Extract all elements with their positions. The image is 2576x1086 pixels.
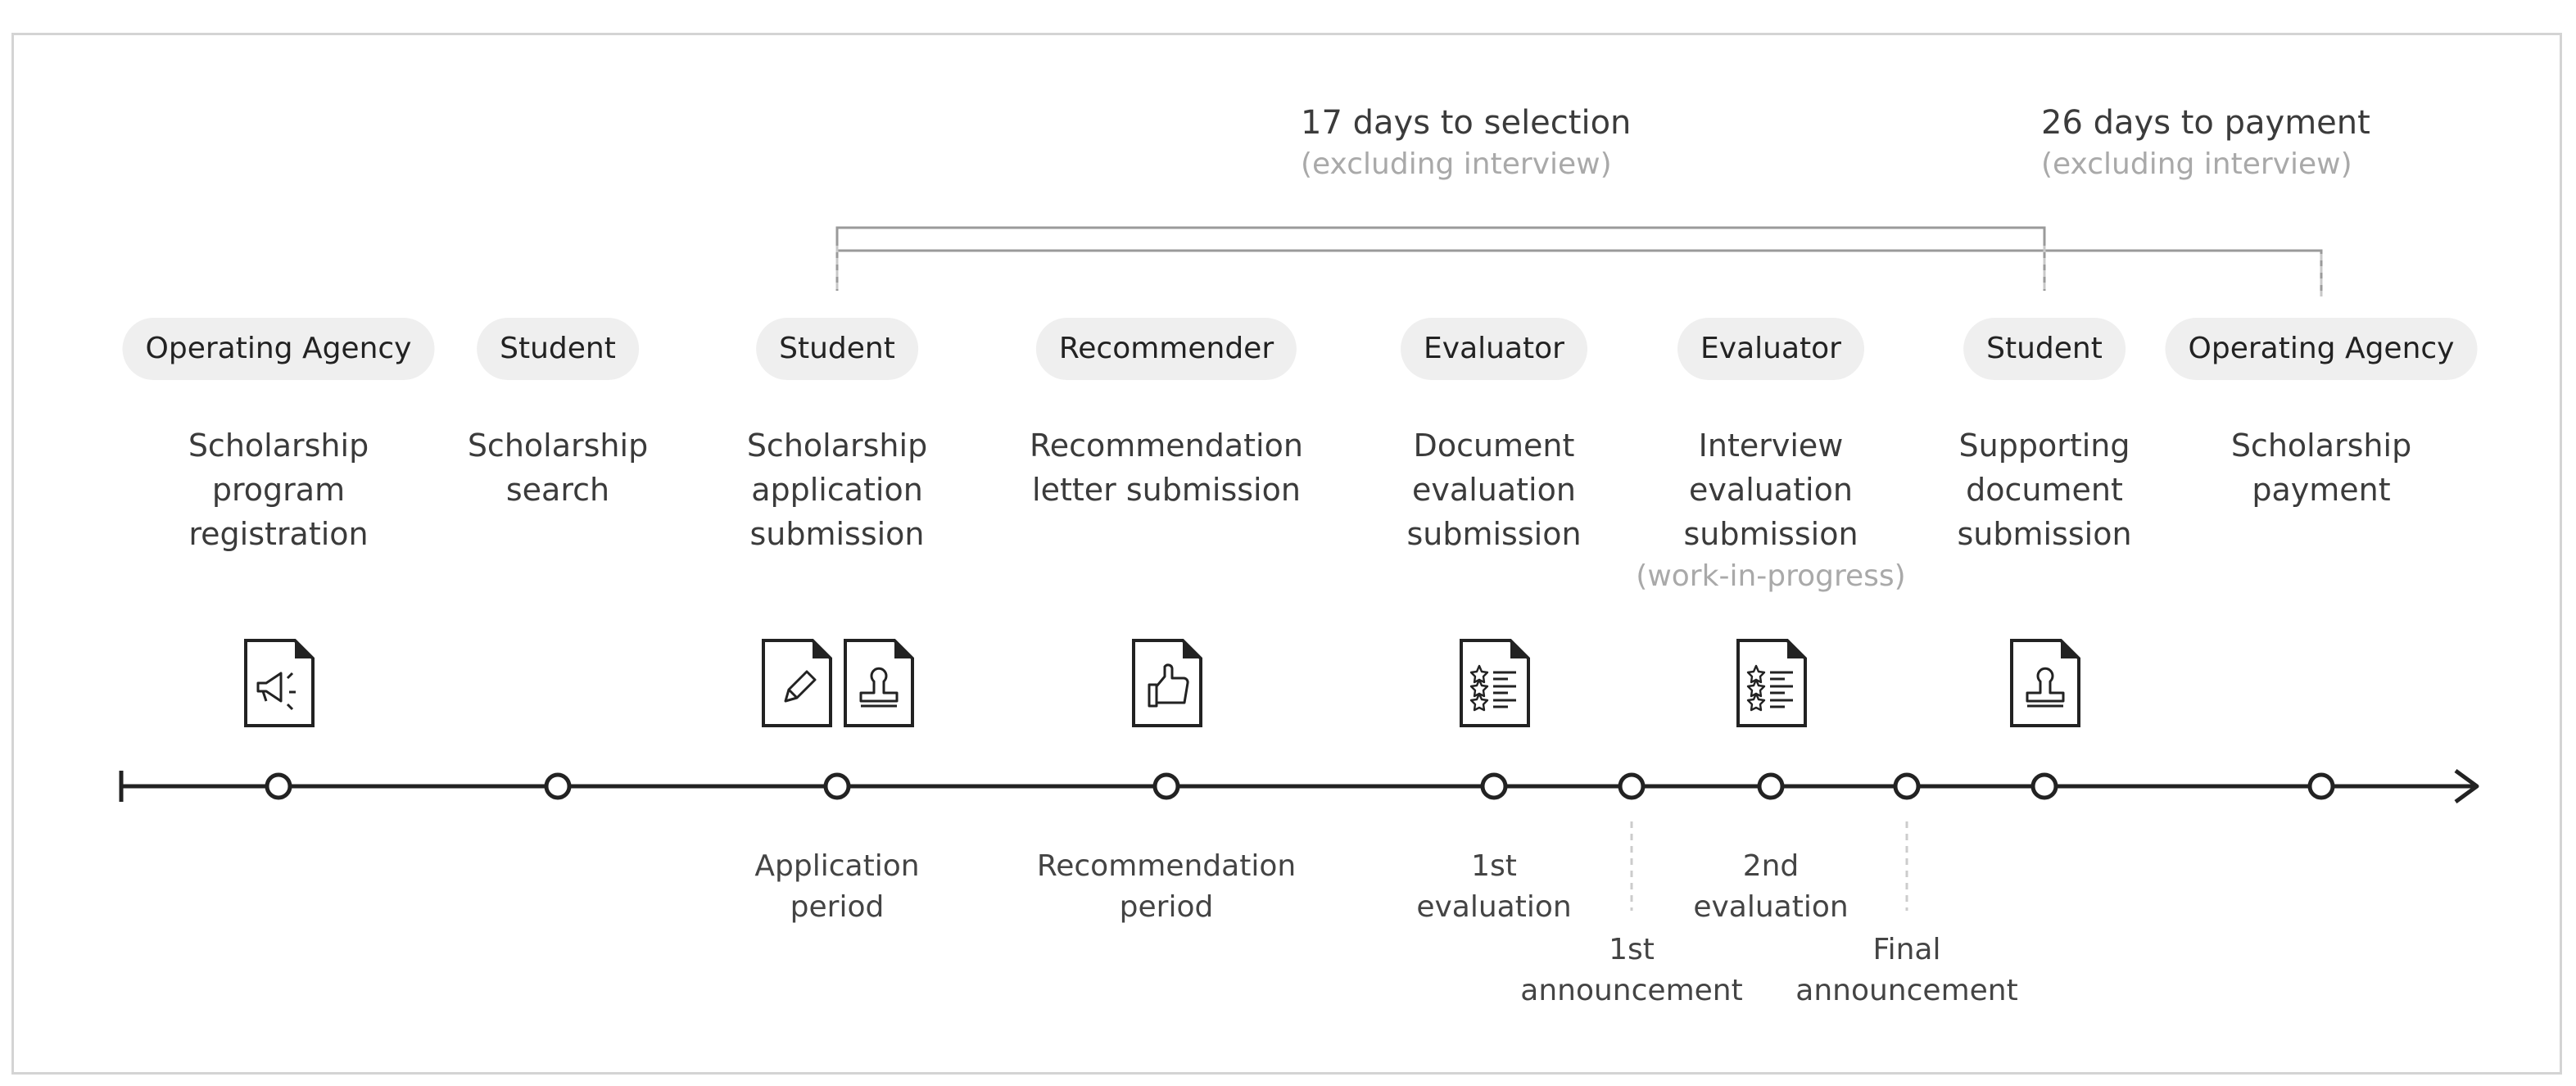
task-line: submission — [1406, 516, 1582, 552]
diagram-frame — [11, 33, 2562, 1075]
task-line: letter submission — [1032, 472, 1301, 508]
role-pill: Student — [756, 318, 918, 380]
timeline-node — [823, 772, 851, 800]
period-label: 1st announcement — [1520, 930, 1742, 1011]
rating-document-icon — [1736, 639, 1807, 727]
step-task-label: Scholarship search — [468, 423, 648, 512]
task-line: evaluation — [1412, 472, 1576, 508]
step-task-label: Scholarship application submission — [747, 423, 927, 556]
task-line: Scholarship — [2230, 428, 2412, 464]
selection-bracket — [835, 226, 2046, 291]
payment-duration-label: 26 days to payment — [2041, 104, 2370, 142]
role-pill: Operating Agency — [122, 318, 435, 380]
timeline-node — [1480, 772, 1508, 800]
step-task-label: Document evaluation submission — [1406, 423, 1581, 556]
period-line: evaluation — [1416, 890, 1572, 924]
task-line: Supporting — [1958, 428, 2130, 464]
step-task-label: Interview evaluation submission (work-in-pr… — [1636, 423, 1905, 597]
step-task-label: Recommendation letter submission — [1030, 423, 1303, 512]
task-line: submission — [1683, 516, 1858, 552]
role-pill: Evaluator — [1677, 318, 1864, 380]
task-line: Document — [1413, 428, 1575, 464]
task-line: evaluation — [1689, 472, 1853, 508]
period-label: Recommendation period — [1037, 846, 1296, 928]
task-line: Scholarship — [467, 428, 649, 464]
megaphone-document-icon — [244, 639, 315, 727]
payment-duration: 26 days to payment (excluding interview) — [2041, 102, 2370, 185]
task-line: Scholarship — [188, 428, 369, 464]
timeline-node — [1893, 772, 1921, 800]
period-line: 1st — [1609, 933, 1655, 966]
pencil-document-icon — [762, 639, 832, 727]
period-label: Final announcement — [1795, 930, 2017, 1011]
step-task-label: Supporting document submission — [1957, 423, 2131, 556]
period-label: 2nd evaluation — [1693, 846, 1848, 928]
role-pill: Evaluator — [1401, 318, 1587, 380]
selection-duration-note: (excluding interview) — [1301, 147, 1612, 181]
task-line: Recommendation — [1030, 428, 1303, 464]
role-pill: Recommender — [1035, 318, 1297, 380]
step-task-label: Scholarship payment — [2231, 423, 2411, 512]
period-line: period — [1119, 890, 1214, 924]
period-label: 1st evaluation — [1416, 846, 1571, 928]
task-line: program — [211, 472, 346, 508]
role-pill: Operating Agency — [2165, 318, 2478, 380]
thumbs-up-document-icon — [1132, 639, 1202, 727]
timeline-node — [2030, 772, 2058, 800]
task-line: registration — [188, 516, 369, 552]
task-line: document — [1966, 472, 2123, 508]
timeline-node — [1757, 772, 1785, 800]
stamp-document-icon — [844, 639, 914, 727]
payment-bracket — [837, 249, 2323, 296]
selection-duration: 17 days to selection (excluding intervie… — [1301, 102, 1631, 185]
period-line: 2nd — [1742, 849, 1800, 883]
task-line: search — [505, 472, 610, 508]
period-line: Recommendation — [1036, 849, 1297, 883]
task-line: application — [751, 472, 923, 508]
period-label: Application period — [754, 846, 919, 928]
timeline-arrowhead — [2454, 768, 2479, 804]
role-pill: Student — [477, 318, 639, 380]
selection-duration-label: 17 days to selection — [1301, 104, 1632, 142]
period-line: announcement — [1795, 974, 2018, 1007]
timeline-node — [544, 772, 572, 800]
role-pill: Student — [1963, 318, 2126, 380]
period-line: Final — [1872, 933, 1941, 966]
task-line: Scholarship — [746, 428, 928, 464]
task-line: submission — [1957, 516, 2132, 552]
timeline-node — [1152, 772, 1180, 800]
task-note: (work-in-progress) — [1636, 559, 1906, 593]
period-line: evaluation — [1693, 890, 1849, 924]
period-line: period — [790, 890, 885, 924]
payment-duration-note: (excluding interview) — [2041, 147, 2352, 181]
timeline-node — [1618, 772, 1646, 800]
stamp-document-icon — [2010, 639, 2080, 727]
task-line: submission — [749, 516, 925, 552]
step-task-label: Scholarship program registration — [188, 423, 369, 556]
period-line: announcement — [1520, 974, 1743, 1007]
period-line: Application — [754, 849, 920, 883]
task-line: payment — [2252, 472, 2391, 508]
timeline-node — [2307, 772, 2335, 800]
timeline-node — [265, 772, 292, 800]
rating-document-icon — [1460, 639, 1530, 727]
task-line: Interview — [1698, 428, 1844, 464]
period-line: 1st — [1471, 849, 1517, 883]
